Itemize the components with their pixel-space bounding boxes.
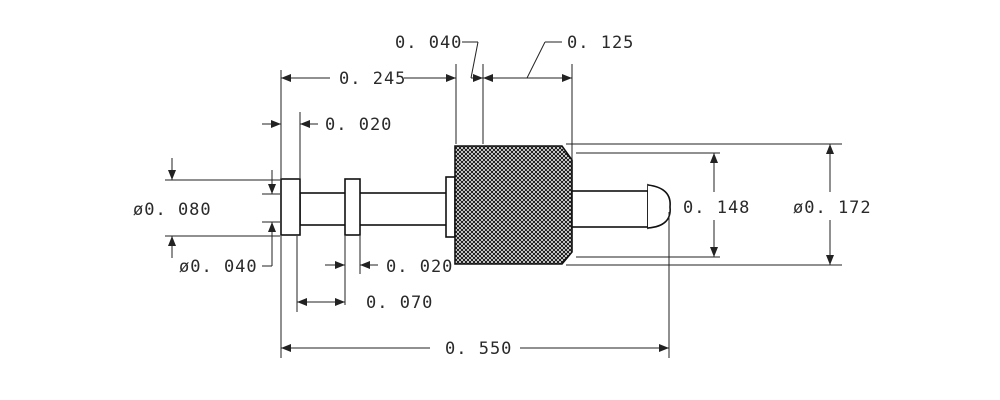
tail-shaft: [571, 190, 649, 228]
pin-part: [280, 145, 671, 265]
dimension-labels: ø0. 080 ø0. 040 0. 020 0. 245 0. 040 0. …: [133, 33, 872, 359]
dim-070: 0. 070: [366, 293, 433, 313]
dim-148: 0. 148: [683, 198, 750, 218]
dimension-lines: [165, 41, 842, 358]
pin-collar: [344, 178, 361, 236]
dim-dia-172: ø0. 172: [793, 198, 872, 218]
pin-head-flange: [280, 178, 301, 236]
pin-shaft: [299, 192, 451, 226]
dim-040: 0. 040: [395, 33, 462, 53]
dim-020-top: 0. 020: [325, 115, 392, 135]
dim-020-bottom: 0. 020: [386, 257, 453, 277]
knurled-body: [454, 145, 573, 265]
dome-tip-outline: [647, 184, 671, 229]
pin-step: [445, 176, 456, 238]
dim-550: 0. 550: [445, 339, 512, 359]
dim-125: 0. 125: [567, 33, 634, 53]
dim-dia-080: ø0. 080: [133, 200, 212, 220]
dim-dia-040: ø0. 040: [179, 257, 258, 277]
dim-245: 0. 245: [339, 69, 406, 89]
